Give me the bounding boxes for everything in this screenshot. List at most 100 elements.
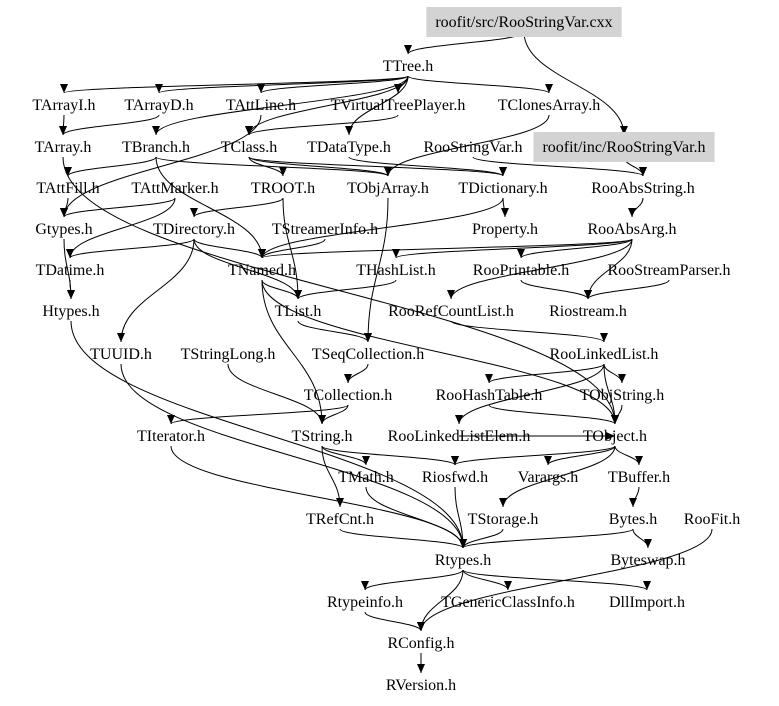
- node-tbranch[interactable]: TBranch.h: [122, 139, 190, 156]
- node-tstorage[interactable]: TStorage.h: [468, 511, 539, 528]
- edge-line: [462, 528, 634, 549]
- node-tobjstring[interactable]: TObjString.h: [580, 387, 665, 404]
- node-roostreamparser[interactable]: RooStreamParser.h: [607, 262, 730, 279]
- edge-ttree-to-tarrayi: [59, 75, 409, 94]
- node-tarrayi[interactable]: TArrayI.h: [32, 97, 95, 114]
- node-label: RooHashTable.h: [436, 387, 543, 404]
- node-varargs[interactable]: Varargs.h: [518, 469, 579, 486]
- node-label: Property.h: [472, 221, 538, 238]
- edge-line: [420, 528, 713, 632]
- node-tclass[interactable]: TClass.h: [221, 139, 277, 156]
- node-tdictionary[interactable]: TDictionary.h: [458, 180, 547, 197]
- node-label: TNamed.h: [228, 262, 296, 279]
- node-tnamed[interactable]: TNamed.h: [228, 262, 296, 279]
- node-roolinkedlist[interactable]: RooLinkedList.h: [550, 346, 659, 363]
- node-roofit[interactable]: RooFit.h: [684, 511, 740, 528]
- node-inc[interactable]: roofit/inc/RooStringVar.h: [533, 132, 715, 162]
- node-tseqcollection[interactable]: TSeqCollection.h: [312, 346, 424, 363]
- node-tarray[interactable]: TArray.h: [35, 139, 92, 156]
- node-rconfig[interactable]: RConfig.h: [387, 635, 454, 652]
- node-tuuid[interactable]: TUUID.h: [90, 346, 152, 363]
- edge-tbranch-to-tattfill: [63, 156, 157, 177]
- arrowhead: [361, 455, 370, 465]
- edge-tattline-to-gtypes: [59, 114, 262, 218]
- node-bytes[interactable]: Bytes.h: [609, 511, 657, 528]
- arrowhead: [516, 248, 525, 258]
- arrowhead: [503, 580, 512, 590]
- edge-tobject-to-varargs: [543, 445, 616, 466]
- edge-line: [488, 363, 605, 384]
- edge-rooabsarg-to-tnamed: [257, 238, 633, 259]
- node-gtypes[interactable]: Gtypes.h: [35, 221, 92, 238]
- node-tstringlong[interactable]: TStringLong.h: [181, 346, 276, 363]
- node-tattmarker[interactable]: TAttMarker.h: [131, 180, 218, 197]
- node-tstring[interactable]: TString.h: [292, 428, 353, 445]
- arrowhead: [416, 663, 425, 673]
- node-dllimport[interactable]: DllImport.h: [609, 594, 685, 611]
- node-tcollection[interactable]: TCollection.h: [304, 387, 392, 404]
- node-tvirtualtreeplayer[interactable]: TVirtualTreePlayer.h: [331, 97, 466, 114]
- node-tarrayd[interactable]: TArrayD.h: [124, 97, 193, 114]
- node-label: TUUID.h: [90, 346, 152, 363]
- edge-line: [193, 197, 284, 218]
- arrowhead: [335, 498, 344, 507]
- arrowhead: [383, 166, 392, 176]
- node-rversion[interactable]: RVersion.h: [386, 677, 456, 694]
- edge-line: [365, 486, 464, 549]
- edge-ttree-to-tarrayd: [154, 75, 409, 94]
- edge-line: [364, 569, 464, 591]
- node-roostringvarh[interactable]: RooStringVar.h: [423, 139, 522, 156]
- node-byteswap[interactable]: Byteswap.h: [610, 552, 685, 569]
- node-tobject[interactable]: TObject.h: [583, 428, 647, 445]
- arrowhead: [360, 580, 369, 590]
- node-label: TDataType.h: [307, 139, 391, 156]
- node-tdirectory[interactable]: TDirectory.h: [153, 221, 235, 238]
- node-tlist[interactable]: TList.h: [275, 303, 322, 320]
- node-rooprintable[interactable]: RooPrintable.h: [473, 262, 569, 279]
- node-tstreamerinfo[interactable]: TStreamerInfo.h: [272, 221, 378, 238]
- node-tmath[interactable]: TMath.h: [338, 469, 394, 486]
- edge-line: [348, 156, 504, 177]
- node-rooabsstring[interactable]: RooAbsString.h: [591, 180, 695, 197]
- node-riostream[interactable]: Riostream.h: [549, 303, 627, 320]
- node-ttree[interactable]: TTree.h: [383, 58, 434, 75]
- edge-tobject-to-riosfwd: [450, 445, 616, 466]
- node-trefcnt[interactable]: TRefCnt.h: [306, 511, 374, 528]
- arrowhead: [343, 373, 352, 383]
- node-roorefcountlist[interactable]: RooRefCountList.h: [388, 303, 514, 320]
- edge-tcollection-to-titerator: [166, 404, 349, 425]
- node-label: THashList.h: [356, 262, 436, 279]
- node-tobjarray[interactable]: TObjArray.h: [347, 180, 429, 197]
- node-label: RooLinkedList.h: [550, 346, 659, 363]
- node-tdatatype[interactable]: TDataType.h: [307, 139, 391, 156]
- edge-line: [450, 320, 605, 343]
- node-thashlist[interactable]: THashList.h: [356, 262, 436, 279]
- node-label: Gtypes.h: [35, 221, 92, 238]
- edge-line: [193, 238, 299, 300]
- node-roolinkedlistelem[interactable]: RooLinkedListElem.h: [388, 428, 531, 445]
- node-roohashtable[interactable]: RooHashTable.h: [436, 387, 543, 404]
- node-rtypeinfo[interactable]: Rtypeinfo.h: [327, 594, 403, 611]
- node-tdatime[interactable]: TDatime.h: [36, 262, 105, 279]
- node-tgenericclassinfo[interactable]: TGenericClassInfo.h: [441, 594, 575, 611]
- arrowhead: [642, 580, 651, 590]
- node-htypes[interactable]: Htypes.h: [42, 303, 99, 320]
- node-riosfwd[interactable]: Riosfwd.h: [422, 469, 488, 486]
- node-label: TAttLine.h: [226, 97, 296, 114]
- node-tattline[interactable]: TAttLine.h: [226, 97, 296, 114]
- node-src[interactable]: roofit/src/RooStringVar.cxx: [426, 7, 622, 37]
- node-property[interactable]: Property.h: [472, 221, 538, 238]
- node-troot[interactable]: TROOT.h: [251, 180, 315, 197]
- node-titerator[interactable]: TIterator.h: [137, 428, 205, 445]
- node-label: TSeqCollection.h: [312, 346, 424, 363]
- edge-ttree-to-tattline: [256, 75, 409, 94]
- node-label: TBranch.h: [122, 139, 190, 156]
- node-tbuffer[interactable]: TBuffer.h: [608, 469, 670, 486]
- edge-roolinkedlist-to-tobjstring: [603, 363, 626, 384]
- node-tattfill[interactable]: TAttFill.h: [36, 180, 99, 197]
- node-rooabsarg[interactable]: RooAbsArg.h: [587, 221, 676, 238]
- node-rtypes[interactable]: Rtypes.h: [435, 552, 491, 569]
- arrowhead: [344, 125, 353, 135]
- node-label: Bytes.h: [609, 511, 657, 528]
- node-tclonesarray[interactable]: TClonesArray.h: [498, 97, 601, 114]
